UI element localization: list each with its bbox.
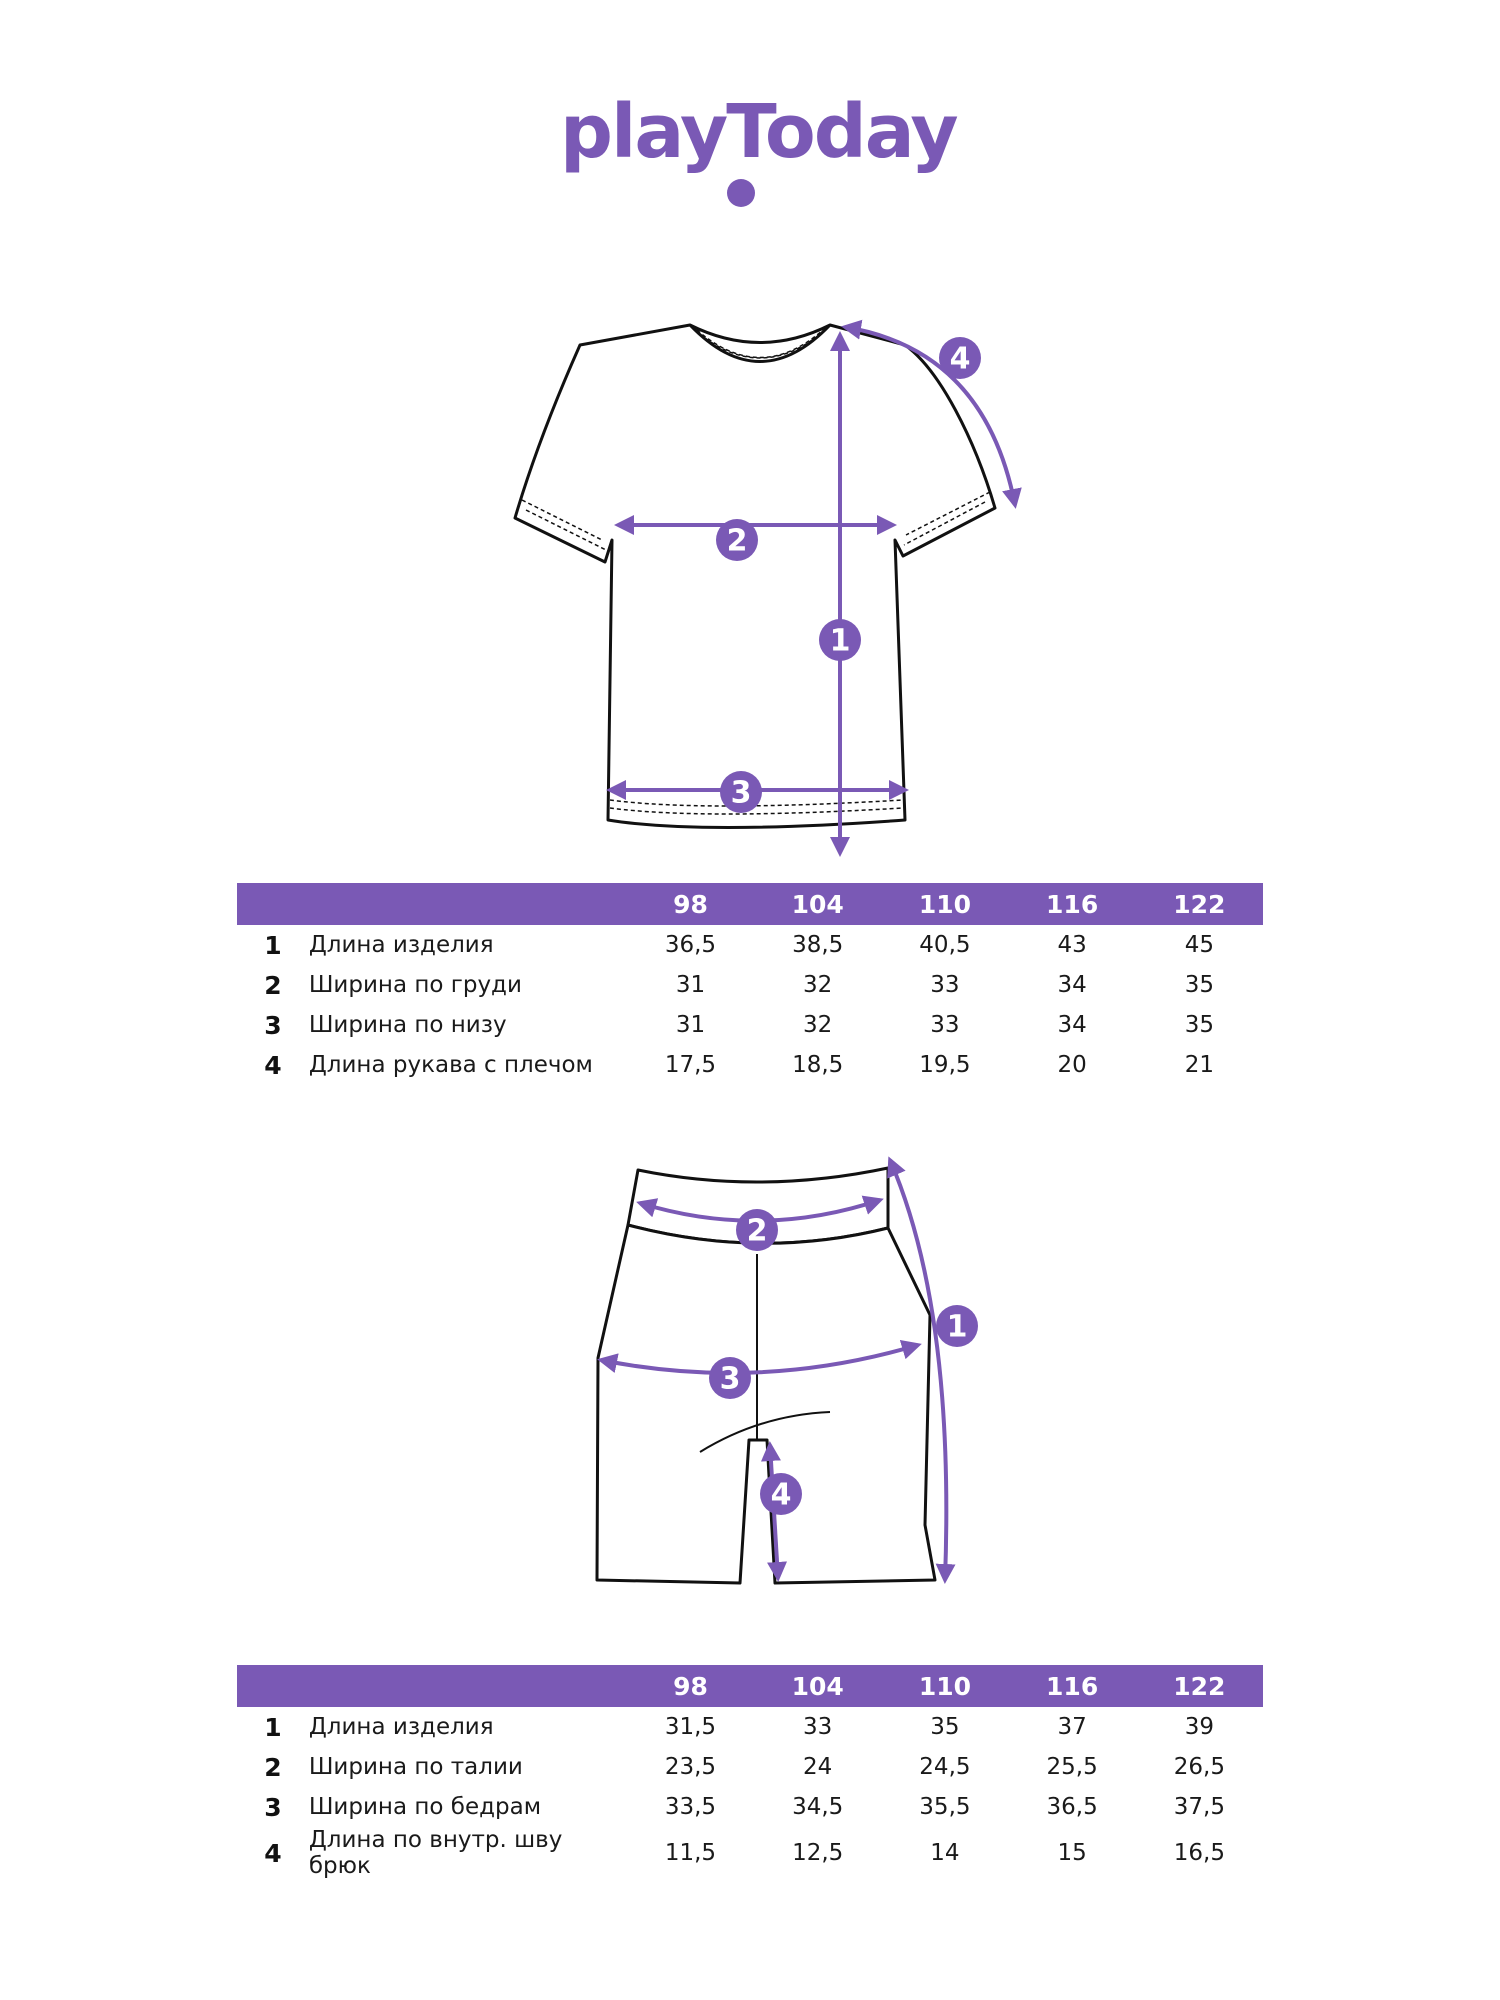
cell-value: 34,5 xyxy=(792,1794,844,1820)
svg-text:3: 3 xyxy=(731,776,752,811)
svg-text:2: 2 xyxy=(747,1214,768,1249)
cell-value: 31,5 xyxy=(664,1714,717,1740)
size-col-110: 110 xyxy=(881,883,1009,925)
row-label: Ширина по талии xyxy=(308,1754,523,1780)
cell-value: 24 xyxy=(803,1754,833,1780)
cell-value: 14 xyxy=(930,1840,960,1866)
size-col-122: 122 xyxy=(1135,1665,1263,1707)
row-number: 2 xyxy=(264,970,282,1000)
marker-4-badge: 4 xyxy=(939,337,981,379)
row-number: 4 xyxy=(264,1050,282,1080)
table-header-row: 98 104 110 116 122 xyxy=(237,1665,1263,1707)
row-label: Ширина по бедрам xyxy=(308,1794,542,1820)
cell-value: 17,5 xyxy=(664,1052,717,1078)
svg-text:4: 4 xyxy=(771,1478,792,1513)
row-label: Длина рукава с плечом xyxy=(308,1052,593,1078)
size-col-116: 116 xyxy=(1008,883,1136,925)
row-label: Длина изделия xyxy=(308,932,494,958)
cell-value: 20 xyxy=(1057,1052,1087,1078)
svg-text:4: 4 xyxy=(950,342,971,377)
marker-4-badge: 4 xyxy=(760,1473,802,1515)
shorts-diagram: 1 2 3 4 xyxy=(595,1156,978,1585)
table-row: 1 Длина изделия 31,5 33 35 37 39 xyxy=(237,1707,1263,1747)
cell-value: 37 xyxy=(1057,1714,1087,1740)
cell-value: 35 xyxy=(1184,1012,1214,1038)
marker-1-badge: 1 xyxy=(819,619,861,661)
svg-text:1: 1 xyxy=(947,1310,968,1345)
cell-value: 36,5 xyxy=(1046,1794,1098,1820)
row-label: Длина по внутр. шву брюк xyxy=(308,1827,563,1879)
row-number: 2 xyxy=(264,1752,282,1782)
table-row: 1 Длина изделия 36,5 38,5 40,5 43 45 xyxy=(237,925,1263,965)
marker-3-badge: 3 xyxy=(720,771,762,813)
cell-value: 24,5 xyxy=(919,1754,971,1780)
cell-value: 36,5 xyxy=(664,932,717,958)
table-header-row: 98 104 110 116 122 xyxy=(237,883,1263,925)
row-number: 1 xyxy=(264,930,282,960)
svg-text:1: 1 xyxy=(830,624,851,659)
cell-value: 21 xyxy=(1184,1052,1214,1078)
cell-value: 15 xyxy=(1057,1840,1087,1866)
cell-value: 43 xyxy=(1057,932,1087,958)
cell-value: 33 xyxy=(930,1012,960,1038)
size-col-98: 98 xyxy=(626,1665,755,1707)
cell-value: 19,5 xyxy=(919,1052,971,1078)
tshirt-diagram: 1 2 3 4 xyxy=(513,319,1022,857)
table-row: 4 Длина рукава с плечом 17,5 18,5 19,5 2… xyxy=(237,1045,1263,1085)
row-label: Ширина по груди xyxy=(308,972,522,998)
table-row: 3 Ширина по бедрам 33,5 34,5 35,5 36,5 3… xyxy=(237,1787,1263,1827)
cell-value: 38,5 xyxy=(792,932,844,958)
size-col-122: 122 xyxy=(1135,883,1263,925)
cell-value: 31 xyxy=(675,972,706,998)
cell-value: 23,5 xyxy=(664,1754,717,1780)
cell-value: 32 xyxy=(803,972,833,998)
shorts-size-table: 98 104 110 116 122 1 Длина изделия 31,5 … xyxy=(237,1665,1263,1879)
marker-3-badge: 3 xyxy=(709,1357,751,1399)
cell-value: 33 xyxy=(803,1714,833,1740)
marker-1-badge: 1 xyxy=(936,1305,978,1347)
cell-value: 31 xyxy=(675,1012,706,1038)
size-col-98: 98 xyxy=(626,883,755,925)
cell-value: 40,5 xyxy=(919,932,971,958)
tshirt-size-table: 98 104 110 116 122 1 Длина изделия 36,5 … xyxy=(237,883,1263,1085)
size-col-104: 104 xyxy=(754,1665,882,1707)
cell-value: 25,5 xyxy=(1046,1754,1098,1780)
marker-2-badge: 2 xyxy=(736,1209,778,1251)
cell-value: 33 xyxy=(930,972,960,998)
table-row: 4 Длина по внутр. шву брюк 11,5 12,5 14 … xyxy=(237,1827,1263,1879)
table-row: 2 Ширина по груди 31 32 33 34 35 xyxy=(237,965,1263,1005)
cell-value: 35 xyxy=(1184,972,1214,998)
cell-value: 34 xyxy=(1057,1012,1087,1038)
cell-value: 33,5 xyxy=(664,1794,717,1820)
row-number: 3 xyxy=(264,1010,282,1040)
table-row: 3 Ширина по низу 31 32 33 34 35 xyxy=(237,1005,1263,1045)
size-col-104: 104 xyxy=(754,883,882,925)
cell-value: 39 xyxy=(1184,1714,1214,1740)
cell-value: 12,5 xyxy=(792,1840,844,1866)
row-number: 1 xyxy=(264,1712,282,1742)
size-col-116: 116 xyxy=(1008,1665,1136,1707)
row-number: 3 xyxy=(264,1792,282,1822)
row-number: 4 xyxy=(264,1838,282,1868)
svg-text:2: 2 xyxy=(727,524,748,559)
cell-value: 34 xyxy=(1057,972,1087,998)
cell-value: 18,5 xyxy=(792,1052,844,1078)
row-label: Длина изделия xyxy=(308,1714,494,1740)
svg-text:3: 3 xyxy=(720,1362,741,1397)
cell-value: 37,5 xyxy=(1173,1794,1225,1820)
table-row: 2 Ширина по талии 23,5 24 24,5 25,5 26,5 xyxy=(237,1747,1263,1787)
size-col-110: 110 xyxy=(881,1665,1009,1707)
cell-value: 11,5 xyxy=(664,1840,717,1866)
marker-2-badge: 2 xyxy=(716,519,758,561)
row-label: Ширина по низу xyxy=(308,1012,507,1038)
cell-value: 45 xyxy=(1184,932,1214,958)
brand-logo: playToday xyxy=(560,95,959,207)
cell-value: 26,5 xyxy=(1173,1754,1225,1780)
cell-value: 35 xyxy=(930,1714,960,1740)
svg-text:playToday: playToday xyxy=(560,95,957,175)
cell-value: 16,5 xyxy=(1173,1840,1225,1866)
cell-value: 32 xyxy=(803,1012,833,1038)
cell-value: 35,5 xyxy=(919,1794,971,1820)
